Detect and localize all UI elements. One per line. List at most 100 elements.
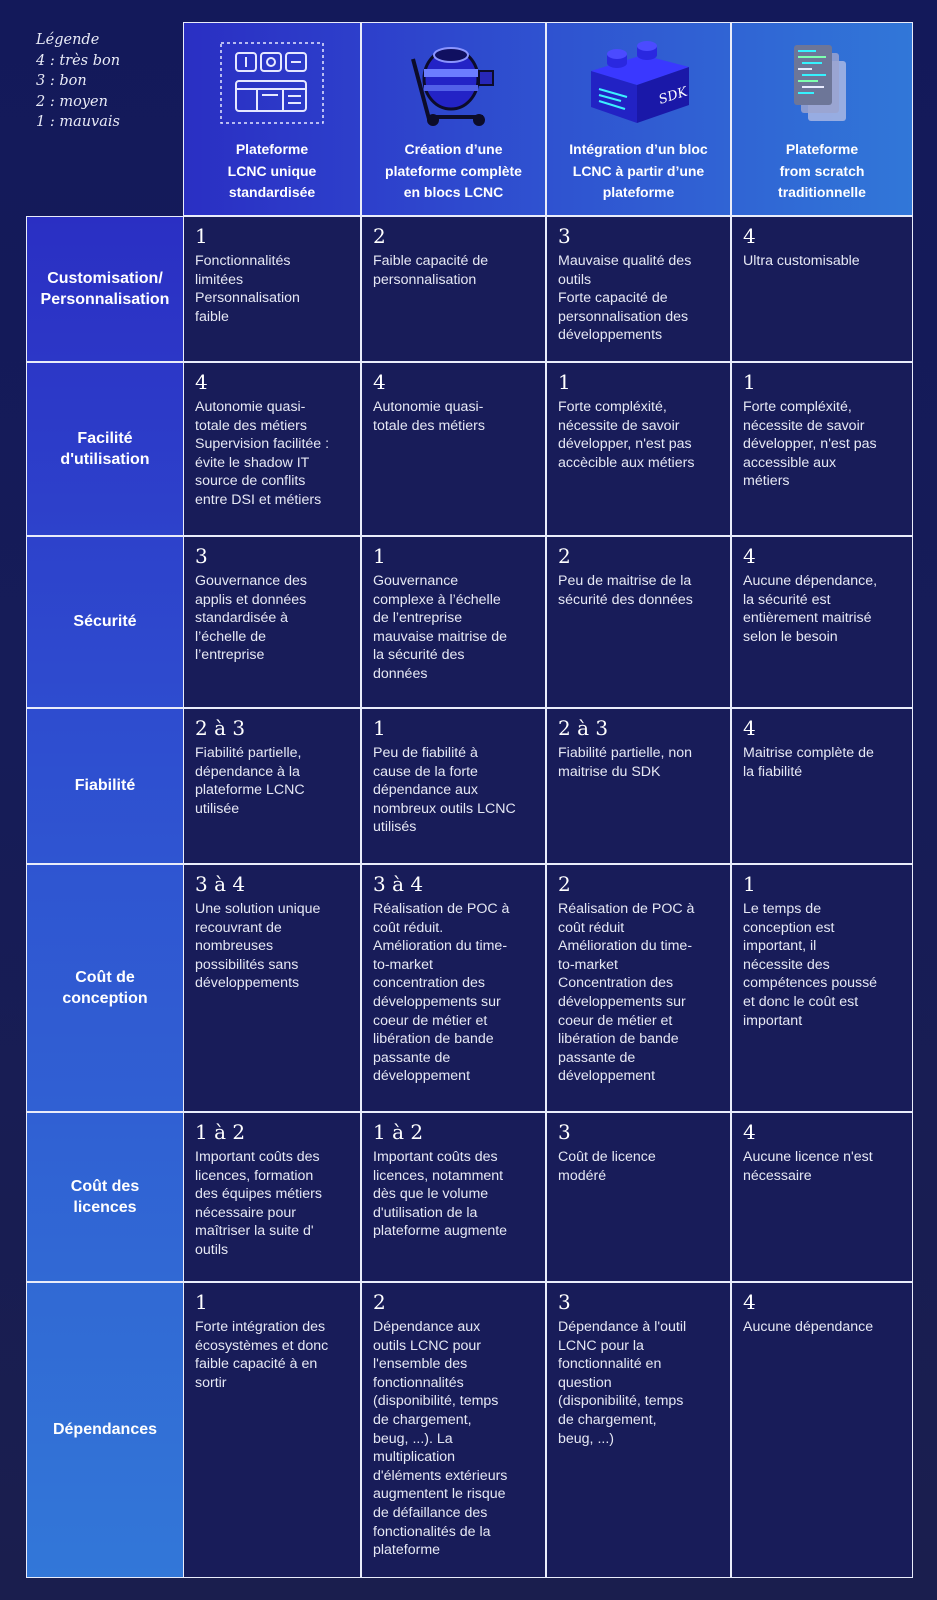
cell-text: Coût de licence modéré [558, 1149, 656, 1184]
score: 4 [743, 1290, 756, 1314]
row-label-customisation: Customisation/ Personnalisation [26, 216, 184, 362]
score: 2 [558, 872, 571, 896]
score: 3 [558, 224, 571, 248]
cell-text: Gouvernance des applis et données standa… [195, 573, 307, 664]
cell-text: Peu de maitrise de la sécurité des donné… [558, 573, 693, 608]
cell-text: Aucune dépendance, la sécurité est entiè… [743, 573, 878, 645]
table-cell: 3 à 4 Réalisation de POC à coût réduit. A… [361, 864, 546, 1112]
column-title: Plateforme LCNC unique standardisée [227, 141, 317, 200]
cell-text: Forte intégration des écosystèmes et don… [195, 1319, 329, 1391]
cell-text: Important coûts des licences, formation … [195, 1149, 322, 1258]
score: 1 [195, 1290, 208, 1314]
score: 1 [373, 544, 386, 568]
row-label-reliability: Fiabilité [26, 708, 184, 864]
table-cell: 1 à 2 Important coûts des licences, notam… [361, 1112, 546, 1282]
table-cell: 2 à 3 Fiabilité partielle, non maitrise d… [546, 708, 731, 864]
score: 4 [373, 370, 386, 394]
row-label-ease-of-use: Facilité d'utilisation [26, 362, 184, 536]
column-title: Plateforme from scratch traditionnelle [778, 141, 866, 200]
legend-item: 1 : mauvais [36, 114, 120, 130]
column-header-standard-platform: Plateforme LCNC unique standardisée [183, 22, 361, 216]
score: 4 [743, 544, 756, 568]
score: 1 [373, 716, 386, 740]
cell-text: Forte compléxité, nécessite de savoir dé… [743, 399, 877, 490]
score: 4 [743, 1120, 756, 1144]
cement-mixer-icon [362, 35, 545, 131]
table-cell: 3 à 4 Une solution unique recouvrant de n… [183, 864, 361, 1112]
score: 2 à 3 [558, 716, 609, 740]
cell-text: Ultra customisable [743, 253, 860, 269]
row-label-security: Sécurité [26, 536, 184, 708]
score: 1 [195, 224, 208, 248]
score: 1 à 2 [195, 1120, 246, 1144]
score: 3 à 4 [195, 872, 246, 896]
cell-text: Réalisation de POC à coût réduit. Amélio… [373, 901, 510, 1085]
table-cell: 1 à 2 Important coûts des licences, forma… [183, 1112, 361, 1282]
score: 2 [373, 1290, 386, 1314]
cell-text: Dépendance à l'outil LCNC pour la foncti… [558, 1319, 687, 1447]
score: 1 [558, 370, 571, 394]
legend-title: Légende [36, 32, 100, 48]
score: 3 à 4 [373, 872, 424, 896]
cell-text: Aucune licence n'est nécessaire [743, 1149, 873, 1184]
legend: Légende 4 : très bon 3 : bon 2 : moyen 1… [36, 30, 120, 133]
score: 1 [743, 370, 756, 394]
legend-item: 2 : moyen [36, 93, 108, 110]
cell-text: Important coûts des licences, notamment … [373, 1149, 508, 1240]
cell-text: Fiabilité partielle, non maitrise du SDK [558, 745, 693, 780]
score: 2 à 3 [195, 716, 246, 740]
legend-item: 3 : bon [36, 73, 87, 89]
score: 4 [195, 370, 208, 394]
cell-text: Une solution unique recouvrant de nombre… [195, 901, 321, 992]
row-label-dependencies: Dépendances [26, 1282, 184, 1578]
score: 1 à 2 [373, 1120, 424, 1144]
cell-text: Autonomie quasi- totale des métiers Supe… [195, 399, 330, 508]
cell-text: Fonctionnalités limitées Personnalisatio… [195, 253, 300, 325]
cell-text: Peu de fiabilité à cause de la forte dép… [373, 745, 516, 836]
code-pages-icon [732, 35, 912, 131]
score: 2 [558, 544, 571, 568]
cell-text: Forte compléxité, nécessite de savoir dé… [558, 399, 695, 471]
score: 3 [195, 544, 208, 568]
row-label-design-cost: Coût de conception [26, 864, 184, 1112]
cell-text: Mauvaise qualité des outils Forte capaci… [558, 253, 692, 344]
cell-text: Gouvernance complexe à l’échelle de l’en… [373, 573, 508, 682]
legend-item: 4 : très bon [36, 52, 121, 69]
score: 3 [558, 1120, 571, 1144]
cell-text: Autonomie quasi- totale des métiers [373, 399, 485, 434]
score: 2 [373, 224, 386, 248]
score: 1 [743, 872, 756, 896]
sdk-brick-icon: SDK [547, 35, 730, 131]
column-header-scratch-platform: Plateforme from scratch traditionnelle [731, 22, 913, 216]
cell-text: Réalisation de POC à coût réduit Amélior… [558, 901, 695, 1085]
cell-text: Maitrise complète de la fiabilité [743, 745, 874, 780]
cell-text: Dépendance aux outils LCNC pour l'ensemb… [373, 1319, 508, 1559]
column-header-lcnc-block-integration: SDK Intégration d’un bloc LCNC à partir … [546, 22, 731, 216]
cell-text: Faible capacité de personnalisation [373, 253, 489, 288]
score: 3 [558, 1290, 571, 1314]
cell-text: Le temps de conception est important, il… [743, 901, 878, 1029]
cell-text: Aucune dépendance [743, 1319, 874, 1335]
table-cell: 1 Le temps de conception est important, i… [731, 864, 913, 1112]
